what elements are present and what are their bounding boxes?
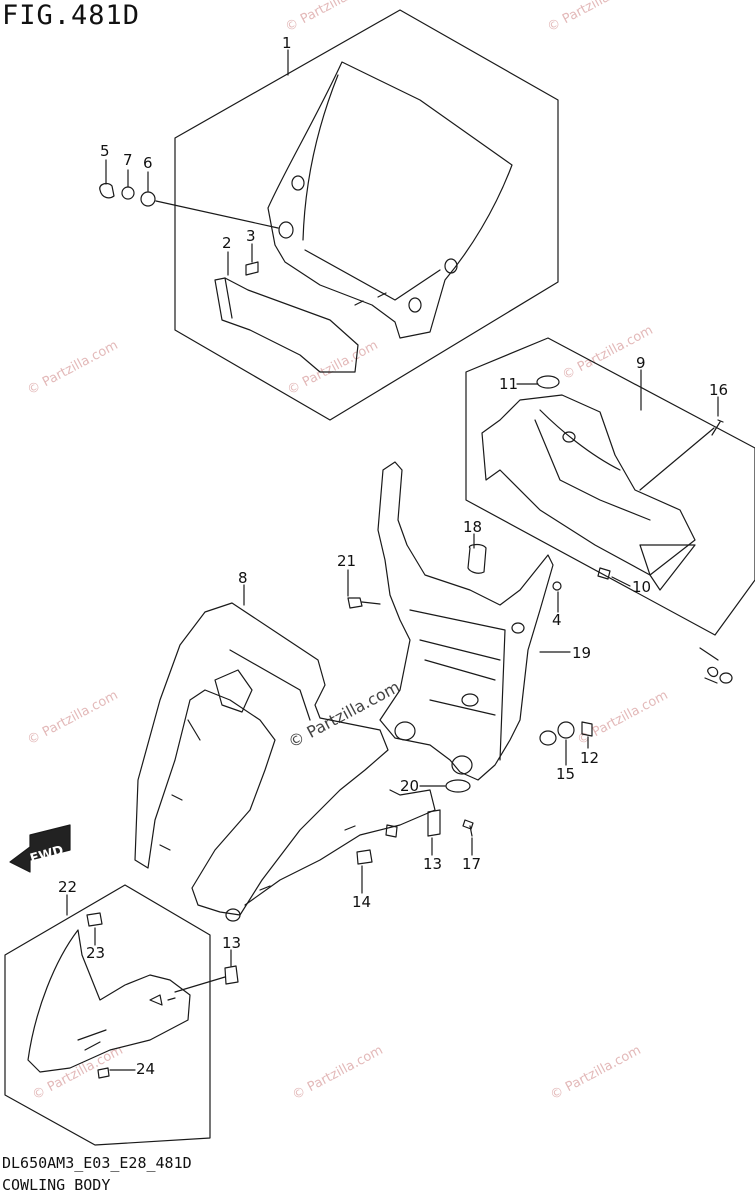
cowling-edge [244,789,436,906]
label-15: 15 [556,765,575,783]
bolt [347,597,381,609]
label-13: 13 [222,934,241,952]
label-16: 16 [709,381,728,399]
windscreen-edge [302,74,339,241]
grommet [445,779,471,793]
label-4: 4 [552,611,562,629]
screw [711,419,724,436]
leader-line [227,243,253,276]
label-10: 10 [632,578,651,596]
frame-crossbar [419,639,501,716]
mount-hole [444,258,458,274]
frame-hole [461,693,479,707]
hole [562,431,576,443]
leader-line [66,894,232,1071]
front-cowling [134,602,389,916]
group-box-lower [4,884,211,1146]
label-20: 20 [400,777,419,795]
leader-line [565,736,589,766]
label-17: 17 [462,855,481,873]
leader-line [155,200,279,229]
lower-cover [214,277,359,373]
slot [259,825,356,891]
section-name: COWLING BODY [2,1176,111,1194]
group-box-windscreen [174,9,559,421]
screw [385,824,398,838]
sticker [245,261,259,276]
cowling-edge [229,649,311,721]
mounting-frame [377,461,554,781]
label-19: 19 [572,644,591,662]
frame-hole [511,622,525,634]
label-23: 23 [86,944,105,962]
label-5: 5 [100,142,110,160]
label-24: 24 [136,1060,155,1078]
sticker [97,1067,110,1079]
label-2: 2 [222,234,232,252]
washer [121,186,135,200]
bolt [99,182,115,199]
clip [356,849,373,865]
label-1: 1 [282,34,292,52]
label-8: 8 [238,569,248,587]
label-21: 21 [337,552,356,570]
grommet [140,191,156,207]
grommet [536,375,560,389]
windscreen-edge [304,249,441,301]
mount-hole [278,221,294,239]
label-12: 12 [580,749,599,767]
frame-edge [409,609,506,761]
lower-detail [77,1029,107,1051]
screw [462,819,474,837]
frame-hole [394,721,416,741]
leader-line [639,427,715,491]
fwd-arrow [9,824,71,873]
nut-clip [427,809,441,837]
label-3: 3 [246,227,256,245]
collar [557,721,575,739]
nut-clip [224,965,239,985]
sticker [86,912,103,927]
label-11: 11 [499,375,518,393]
model-code: DL650AM3_E03_E28_481D [2,1154,192,1172]
lower-cowling [27,929,191,1073]
leader-line [611,576,631,587]
cowling-hole [225,908,241,922]
rubber-mount [467,543,487,574]
frame-hole [451,755,473,775]
lower-cover-edge [224,277,233,319]
bracket-edge [539,409,621,471]
label-18: 18 [463,518,482,536]
label-22: 22 [58,878,77,896]
leader-line [699,647,719,684]
nut [552,581,562,591]
label-14: 14 [352,893,371,911]
label-13: 13 [423,855,442,873]
cowling-vent [214,669,253,713]
label-7: 7 [123,151,133,169]
windscreen [267,61,513,339]
leader-line [361,837,473,894]
bolt [581,721,593,737]
bracket-tab [639,544,696,591]
group-box-bracket [465,337,755,636]
label-6: 6 [143,154,153,172]
cowling-detail [159,719,201,851]
lower-detail [149,994,176,1006]
figure-title: FIG.481D [2,0,141,31]
mount-hole [408,297,422,313]
washer [719,672,733,684]
leader-line [174,976,226,993]
frame-hole [539,730,557,746]
bolt [707,666,719,678]
mount-hole [291,175,305,191]
slot [354,292,387,306]
leader-line [105,159,149,192]
label-9: 9 [636,354,646,372]
bracket-edge [534,419,651,521]
meter-bracket [481,394,696,576]
clip [597,567,611,580]
